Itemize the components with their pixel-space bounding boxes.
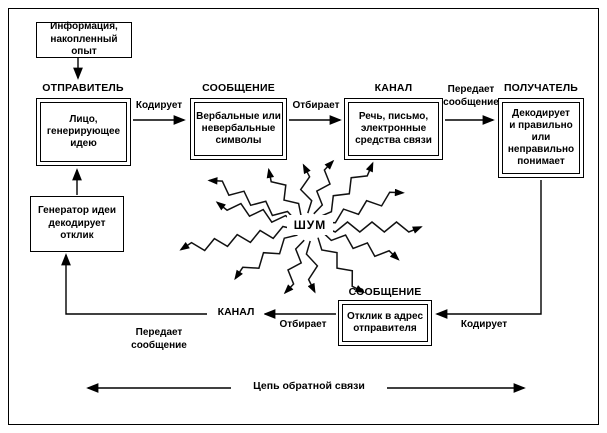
- message-box-text: Вербальные или невербальные символы: [194, 102, 283, 156]
- lightning-bolt: [321, 231, 400, 261]
- receiver-title: ПОЛУЧАТЕЛЬ: [503, 82, 579, 94]
- sender-box: Лицо, генерирующее идею: [36, 98, 131, 166]
- idea-generator-box: Генератор идеи декодирует отклик: [30, 196, 124, 252]
- select-label: Отбирает: [292, 100, 340, 111]
- lightning-bolt: [283, 239, 305, 295]
- lightning-bolt: [266, 167, 302, 216]
- receiver-box-text: Декодирует и правильно или неправильно п…: [502, 102, 580, 174]
- feedback-channel-label: КАНАЛ: [208, 306, 264, 320]
- feedback-message-box-text: Отклик в адрес отправителя: [342, 304, 428, 342]
- transmit-label: Передает сообщение: [443, 84, 499, 108]
- channel-title: КАНАЛ: [374, 82, 413, 94]
- noise-lightning-bolts: [179, 159, 423, 295]
- diagram-frame: [8, 8, 599, 425]
- information-experience-box: Информация, накопленный опыт: [36, 21, 132, 58]
- lightning-bolt: [322, 221, 423, 234]
- channel-box: Речь, письмо, электронные средства связи: [344, 98, 443, 160]
- lightning-bolt: [322, 188, 405, 224]
- lightning-bolt: [318, 161, 374, 218]
- feedback-select-label: Отбирает: [279, 319, 327, 330]
- receiver-box: Декодирует и правильно или неправильно п…: [498, 98, 584, 178]
- lightning-bolt: [215, 201, 296, 224]
- feedback-transmit-label: Передает сообщение: [131, 327, 187, 351]
- feedback-message-box: Отклик в адрес отправителя: [338, 300, 432, 346]
- lightning-bolt: [179, 225, 296, 252]
- arrow-receiver-to-feedback-message: [435, 180, 542, 319]
- sender-title: ОТПРАВИТЕЛЬ: [42, 82, 124, 94]
- lightning-bolt: [207, 177, 297, 222]
- arrow-feedback-channel-to-generator: [61, 253, 207, 315]
- encode-label: Кодирует: [135, 100, 183, 111]
- noise-label: ШУМ: [287, 215, 333, 235]
- lightning-bolt: [234, 234, 298, 281]
- message-title: СООБЩЕНИЕ: [202, 82, 275, 94]
- feedback-encode-label: Кодирует: [460, 319, 508, 330]
- channel-box-text: Речь, письмо, электронные средства связи: [348, 102, 439, 156]
- feedback-message-title: СООБЩЕНИЕ: [348, 286, 422, 298]
- lightning-bolt: [299, 163, 313, 214]
- message-box: Вербальные или невербальные символы: [190, 98, 287, 160]
- lightning-bolt: [305, 240, 319, 294]
- lightning-bolt: [317, 237, 366, 293]
- feedback-chain-label: Цепь обратной связи: [231, 380, 387, 394]
- lightning-bolt: [313, 159, 335, 215]
- sender-box-text: Лицо, генерирующее идею: [40, 102, 127, 162]
